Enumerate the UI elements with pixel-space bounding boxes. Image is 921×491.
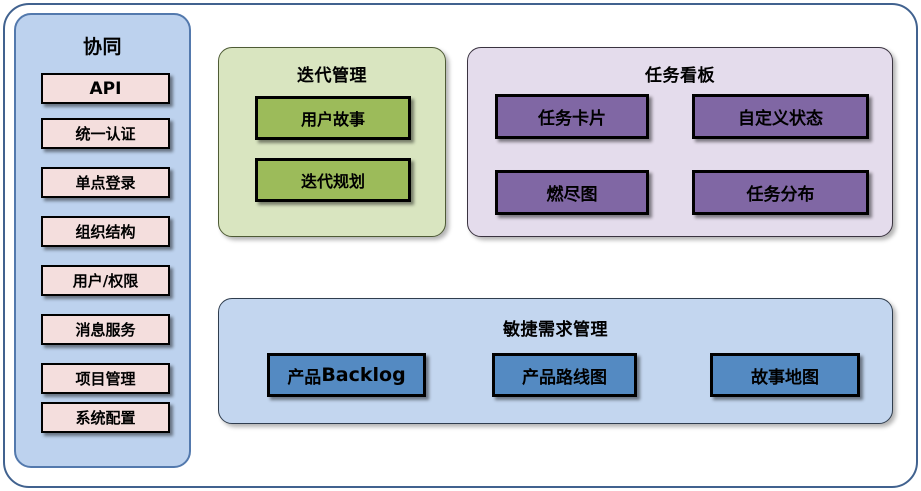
group-iteration-management-title: 迭代管理 <box>297 66 367 86</box>
sidebar-item-user-permission[interactable]: 用户/权限 <box>41 265 170 296</box>
iteration-item-user-story[interactable]: 用户故事 <box>255 96 411 140</box>
sidebar-item-unified-auth[interactable]: 统一认证 <box>41 118 170 149</box>
group-task-board[interactable]: 任务看板 任务卡片 自定义状态 燃尽图 任务分布 <box>467 47 893 237</box>
group-collaboration-title: 协同 <box>82 36 122 58</box>
taskboard-item-task-card[interactable]: 任务卡片 <box>495 94 649 139</box>
agile-item-product-backlog-latin: Backlog <box>321 364 406 386</box>
sidebar-item-project-management[interactable]: 项目管理 <box>41 363 170 394</box>
taskboard-item-custom-status[interactable]: 自定义状态 <box>692 94 869 139</box>
agile-item-product-backlog-han: 产品 <box>287 367 322 388</box>
outer-frame <box>3 3 918 488</box>
sidebar-item-system-config[interactable]: 系统配置 <box>41 402 170 433</box>
group-agile-requirements-title: 敏捷需求管理 <box>503 320 608 340</box>
iteration-item-iteration-planning[interactable]: 迭代规划 <box>255 158 411 202</box>
agile-item-story-map[interactable]: 故事地图 <box>710 353 860 397</box>
sidebar-item-org-structure[interactable]: 组织结构 <box>41 216 170 247</box>
sidebar-item-api[interactable]: API <box>41 73 170 104</box>
group-iteration-management[interactable]: 迭代管理 用户故事 迭代规划 <box>218 47 446 237</box>
sidebar-item-sso[interactable]: 单点登录 <box>41 167 170 198</box>
taskboard-item-task-distribution[interactable]: 任务分布 <box>692 170 869 215</box>
agile-item-product-roadmap[interactable]: 产品路线图 <box>492 353 637 397</box>
sidebar-item-message-service[interactable]: 消息服务 <box>41 314 170 345</box>
group-collaboration[interactable]: 协同 API 统一认证 单点登录 组织结构 用户/权限 消息服务 项目管理 系统… <box>14 13 191 468</box>
taskboard-item-burndown-chart[interactable]: 燃尽图 <box>495 170 649 215</box>
group-task-board-title: 任务看板 <box>645 66 715 86</box>
